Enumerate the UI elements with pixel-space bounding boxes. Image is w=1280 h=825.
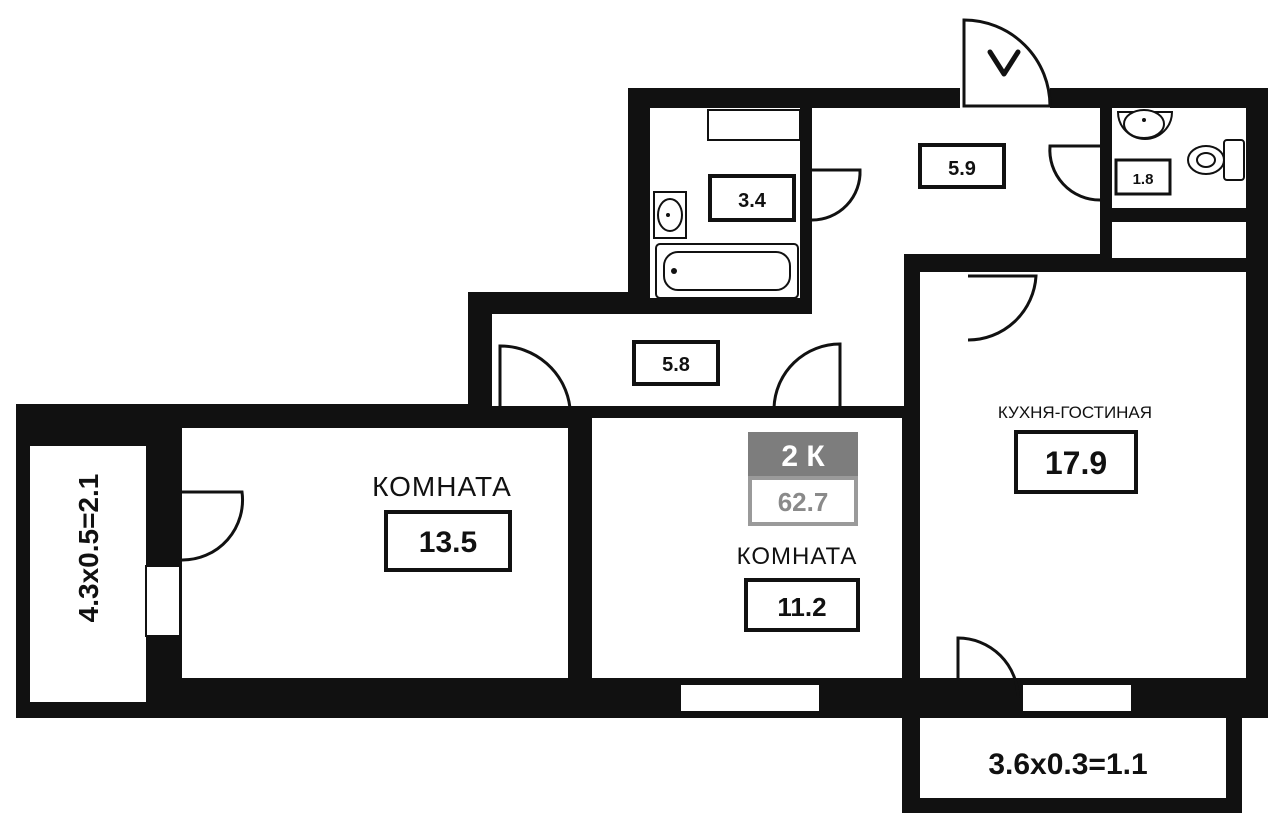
left-balcony-size: 4.3х0.5=2.1 bbox=[73, 474, 104, 623]
toilet-area: 1.8 bbox=[1133, 171, 1154, 188]
area-boxes bbox=[384, 143, 1172, 632]
rooms-count-badge bbox=[748, 432, 858, 476]
apartment-badge: 2 К 62.7 bbox=[748, 432, 858, 526]
room-small-door[interactable] bbox=[772, 342, 842, 410]
doors bbox=[181, 18, 1101, 700]
bottom-balcony-size: 3.6х0.3=1.1 bbox=[988, 748, 1147, 781]
room-large-area: 13.5 bbox=[419, 526, 477, 559]
entrance-chevron-icon bbox=[987, 49, 1021, 77]
corridor-area-box bbox=[632, 340, 720, 386]
entrance-door[interactable] bbox=[962, 18, 1052, 108]
bathroom-area-box bbox=[708, 174, 796, 222]
toilet-area-box bbox=[1114, 158, 1172, 196]
bottom-balcony-interior bbox=[920, 718, 1226, 798]
toilet-sink-icon bbox=[1116, 109, 1174, 140]
total-area-box bbox=[748, 476, 858, 526]
toilet-bowl-icon bbox=[1187, 139, 1245, 181]
bathtub-icon bbox=[655, 243, 799, 299]
rooms-count: 2 К bbox=[781, 440, 825, 473]
room-large-door[interactable] bbox=[498, 344, 572, 410]
storage-interior bbox=[1112, 222, 1246, 258]
bathroom-door[interactable] bbox=[811, 168, 862, 222]
sink-icon bbox=[653, 191, 687, 239]
windows bbox=[145, 109, 1133, 713]
kitchen-area-box bbox=[1014, 430, 1138, 494]
left-balcony-interior bbox=[30, 446, 146, 702]
window-room-large bbox=[145, 565, 181, 637]
room-small-label: КОМНАТА bbox=[737, 543, 858, 570]
balcony-bottom-door[interactable] bbox=[956, 636, 1020, 700]
room-large-area-box bbox=[384, 510, 512, 572]
total-area: 62.7 bbox=[778, 487, 829, 517]
window-kitchen bbox=[1021, 683, 1133, 713]
kitchen-area: 17.9 bbox=[1045, 445, 1107, 481]
bathroom-niche bbox=[707, 109, 801, 141]
hall-area-box bbox=[918, 143, 1006, 189]
kitchen-door[interactable] bbox=[967, 274, 1038, 342]
hall-corridor-link bbox=[812, 254, 904, 324]
balcony-left-door[interactable] bbox=[181, 490, 245, 562]
bathroom-area: 3.4 bbox=[738, 190, 767, 212]
corridor-area: 5.8 bbox=[662, 354, 690, 376]
kitchen-label: КУХНЯ-ГОСТИНАЯ bbox=[998, 403, 1152, 422]
room-small-area-box bbox=[744, 578, 860, 632]
room-small-area: 11.2 bbox=[777, 592, 826, 622]
hall-area: 5.9 bbox=[948, 158, 976, 180]
window-room-small bbox=[679, 683, 821, 713]
room-large-label: КОМНАТА bbox=[372, 471, 512, 502]
toilet-door[interactable] bbox=[1048, 144, 1101, 202]
